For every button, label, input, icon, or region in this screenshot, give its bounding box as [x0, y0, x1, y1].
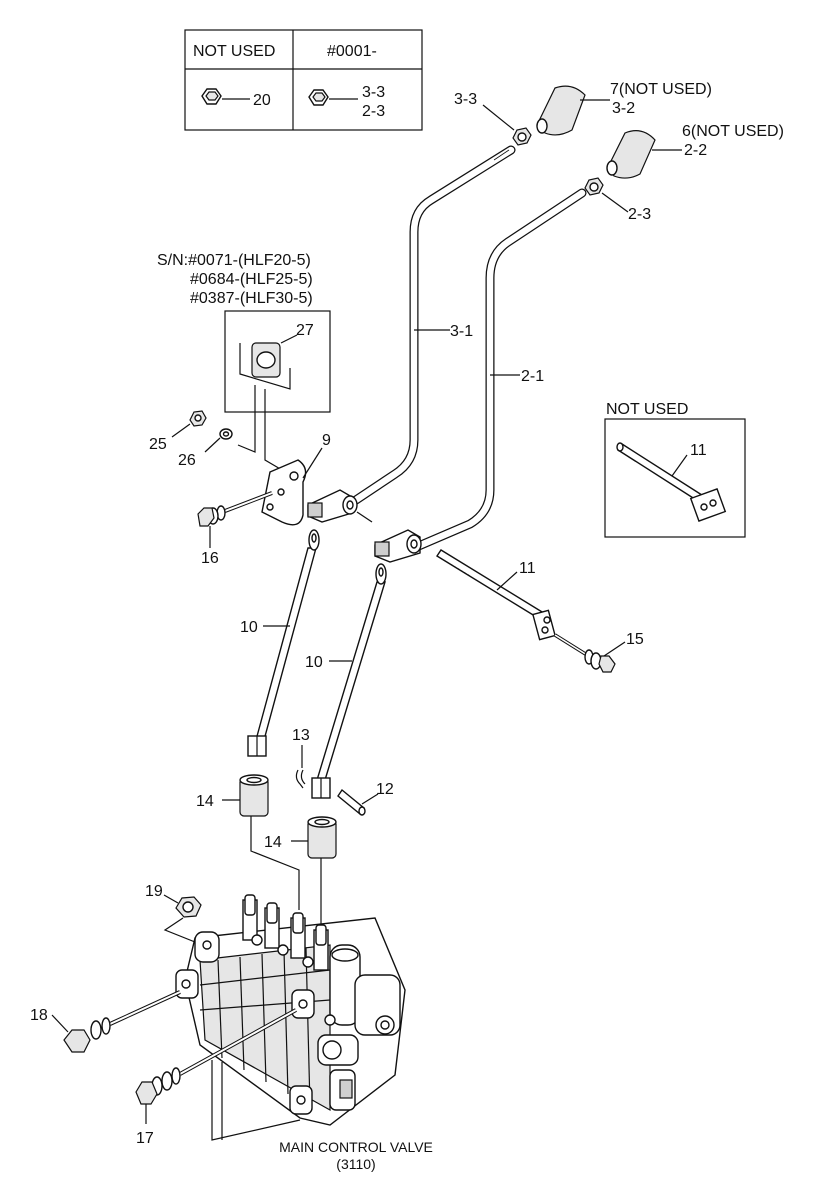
washer-26 [219, 428, 233, 440]
table-callout-3-3: 3-3 [362, 84, 385, 101]
spacer-14-right [307, 816, 337, 859]
bolt-16 [197, 491, 273, 527]
nut-3-3 [512, 127, 532, 146]
label-11: 11 [519, 560, 536, 577]
label-6-not-used: 6(NOT USED) [682, 123, 784, 140]
caption-part-number: (3110) [336, 1156, 375, 1172]
table-callout-20: 20 [253, 92, 271, 109]
bolt-15 [554, 633, 616, 673]
serial-line-3: #0387-(HLF30-5) [190, 290, 313, 307]
bracket-9 [261, 459, 307, 526]
bolt-17 [135, 1008, 297, 1105]
label-2-1: 2-1 [521, 368, 544, 385]
spacer-14-left [239, 774, 269, 817]
not-used-box: NOT USED 11 [604, 401, 746, 538]
cotter-pin-13 [295, 769, 306, 789]
spacer-detail-box: 27 [224, 310, 331, 471]
label-3-3: 3-3 [454, 91, 477, 108]
caption-main-control-valve: MAIN CONTROL VALVE [279, 1139, 433, 1155]
label-18: 18 [30, 1007, 48, 1024]
shaft-11 [436, 549, 556, 641]
label-16: 16 [201, 550, 219, 567]
revision-table: NOT USED #0001- 20 3-3 2-3 [184, 29, 423, 131]
not-used-label-11: 11 [690, 442, 707, 459]
label-13: 13 [292, 727, 310, 744]
nut-2-3 [584, 177, 604, 196]
lever-3-1 [351, 145, 516, 505]
knob-7 [536, 85, 610, 136]
nut-icon [308, 89, 329, 106]
label-10-right: 10 [305, 654, 323, 671]
label-15: 15 [626, 631, 644, 648]
label-3-1: 3-1 [450, 323, 473, 340]
nut-25 [189, 410, 207, 427]
label-19: 19 [145, 883, 163, 900]
label-2-3: 2-3 [628, 206, 651, 223]
nut-19 [175, 896, 202, 918]
label-12: 12 [376, 781, 394, 798]
label-10-left: 10 [240, 619, 258, 636]
rod-10-left [247, 529, 320, 757]
bolt-18 [63, 990, 181, 1053]
not-used-title: NOT USED [606, 401, 688, 418]
rod-10-right [311, 563, 387, 799]
label-17: 17 [136, 1130, 154, 1147]
lever-2-1 [409, 188, 587, 553]
main-control-valve [175, 894, 406, 1126]
label-14-left: 14 [196, 793, 214, 810]
serial-line-1: S/N:#0071-(HLF20-5) [157, 252, 311, 269]
label-27: 27 [296, 322, 314, 339]
label-14-right: 14 [264, 834, 282, 851]
label-2-2: 2-2 [684, 142, 707, 159]
clevis-lower [374, 529, 422, 563]
nut-icon [201, 88, 222, 105]
table-callout-2-3: 2-3 [362, 103, 385, 120]
knob-6 [606, 130, 682, 179]
serial-note: S/N:#0071-(HLF20-5) #0684-(HLF25-5) #038… [157, 252, 313, 307]
serial-line-2: #0684-(HLF25-5) [190, 271, 313, 288]
label-3-2: 3-2 [612, 100, 635, 117]
label-9: 9 [322, 432, 331, 449]
table-header-serial: #0001- [327, 43, 377, 60]
table-header-not-used: NOT USED [193, 43, 275, 60]
pin-12 [337, 788, 366, 816]
clevis-upper [307, 489, 358, 523]
label-26: 26 [178, 452, 196, 469]
label-7-not-used: 7(NOT USED) [610, 81, 712, 98]
label-25: 25 [149, 436, 167, 453]
